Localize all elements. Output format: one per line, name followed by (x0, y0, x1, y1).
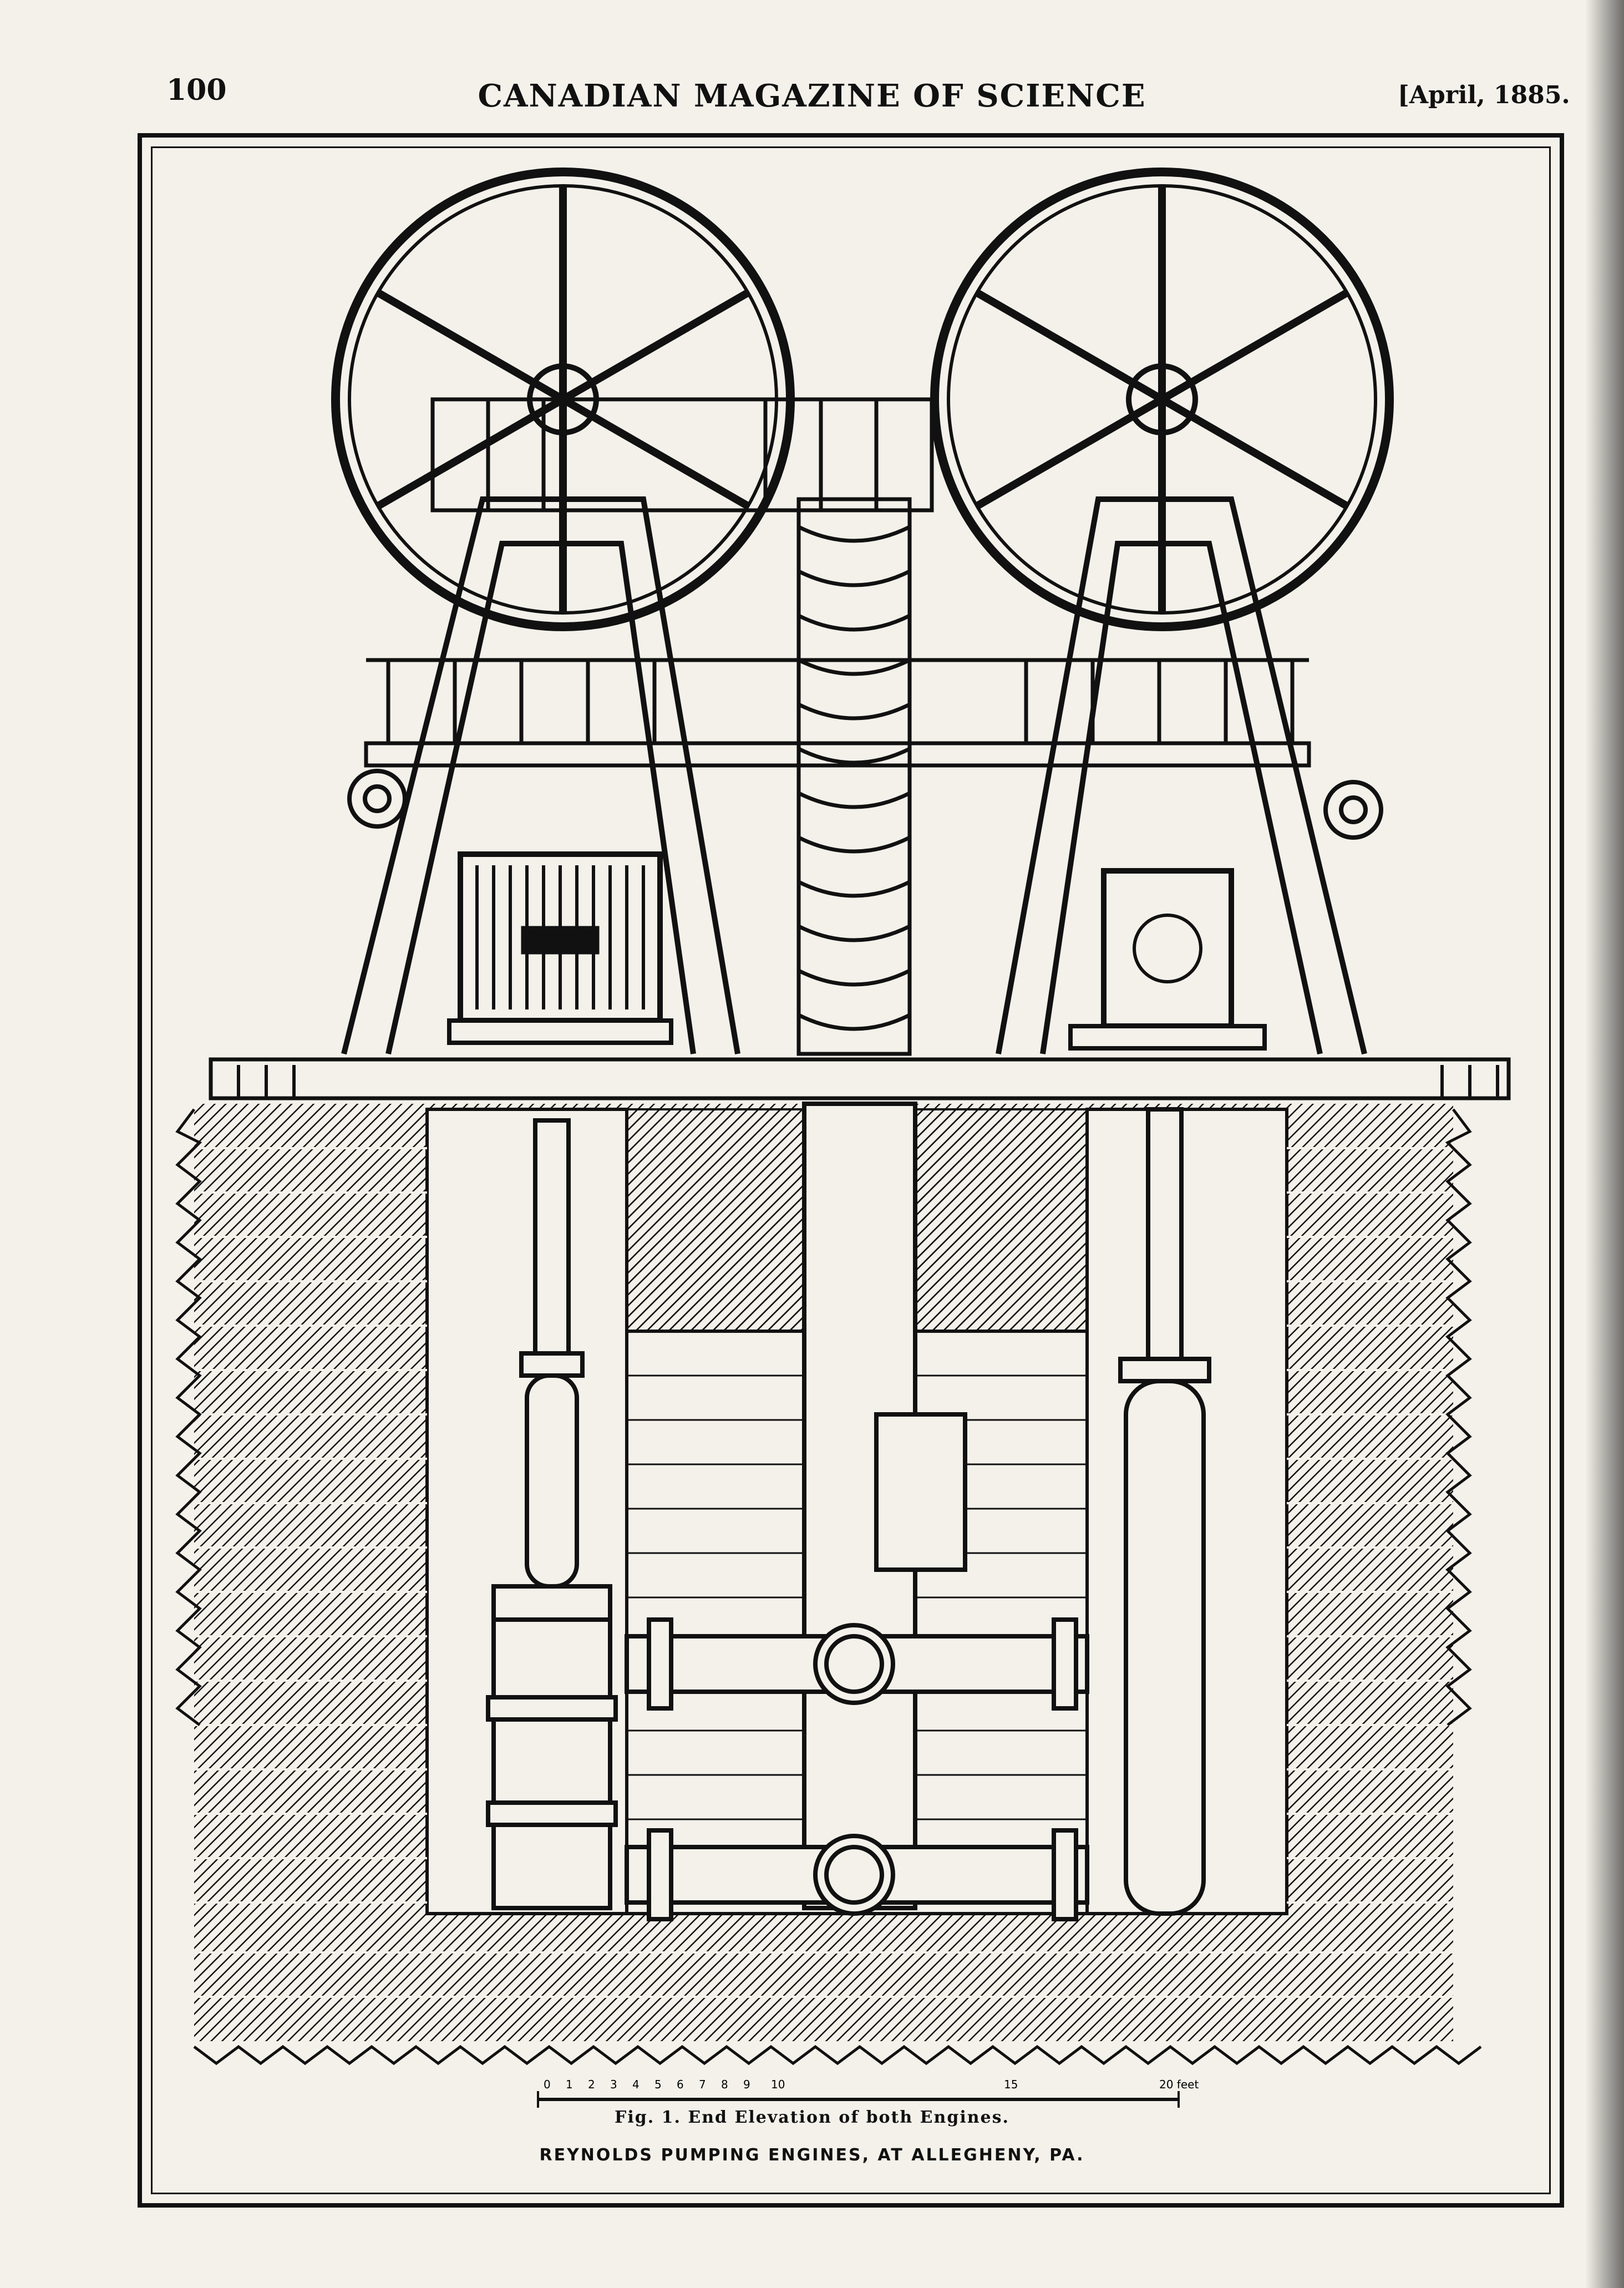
flywheel-left (331, 168, 795, 631)
scale-label-4: 4 (632, 2078, 640, 2091)
plate-inner-border (151, 146, 1551, 2194)
figure-caption: Fig. 1. End Elevation of both Engines. (615, 2108, 1009, 2127)
pump-right (1118, 1107, 1211, 1916)
scale-label-7: 7 (699, 2078, 706, 2091)
scale-label-3: 3 (610, 2078, 617, 2091)
engine-floor (209, 1057, 1511, 1100)
page-spine-shadow (1585, 0, 1624, 2288)
cylinder-left (447, 851, 673, 1045)
scale-label-9: 9 (743, 2078, 750, 2091)
scale-label-8: 8 (721, 2078, 728, 2091)
issue-date: [April, 1885. (1398, 81, 1570, 109)
pump-left (486, 1118, 618, 1910)
scale-label-15: 15 (1004, 2078, 1018, 2091)
scale-label-0: 0 (544, 2078, 551, 2091)
cylinder-right (1068, 868, 1267, 1051)
scale-label-20: 20 feet (1159, 2078, 1199, 2091)
plate-frame (138, 133, 1564, 2208)
grass-edges (175, 1108, 1482, 2066)
spiral-stair (796, 497, 912, 1056)
scale-label-10: 10 (771, 2078, 785, 2091)
page-number: 100 (166, 73, 227, 107)
central-pump (625, 1102, 1089, 1921)
scale-label-2: 2 (588, 2078, 595, 2091)
scale-label-5: 5 (654, 2078, 662, 2091)
running-title: CANADIAN MAGAZINE OF SCIENCE (478, 78, 1146, 114)
scale-bar: 0 1 2 3 4 5 6 7 8 9 10 15 20 feet (537, 2078, 1199, 2108)
scale-label-6: 6 (677, 2078, 684, 2091)
engine-frames (341, 496, 1367, 1055)
plate-title: REYNOLDS PUMPING ENGINES, AT ALLEGHENY, … (539, 2145, 1085, 2165)
scale-label-1: 1 (566, 2078, 573, 2091)
flywheel-right (930, 168, 1394, 631)
side-domes (347, 769, 1383, 840)
upper-platform (364, 397, 1311, 768)
